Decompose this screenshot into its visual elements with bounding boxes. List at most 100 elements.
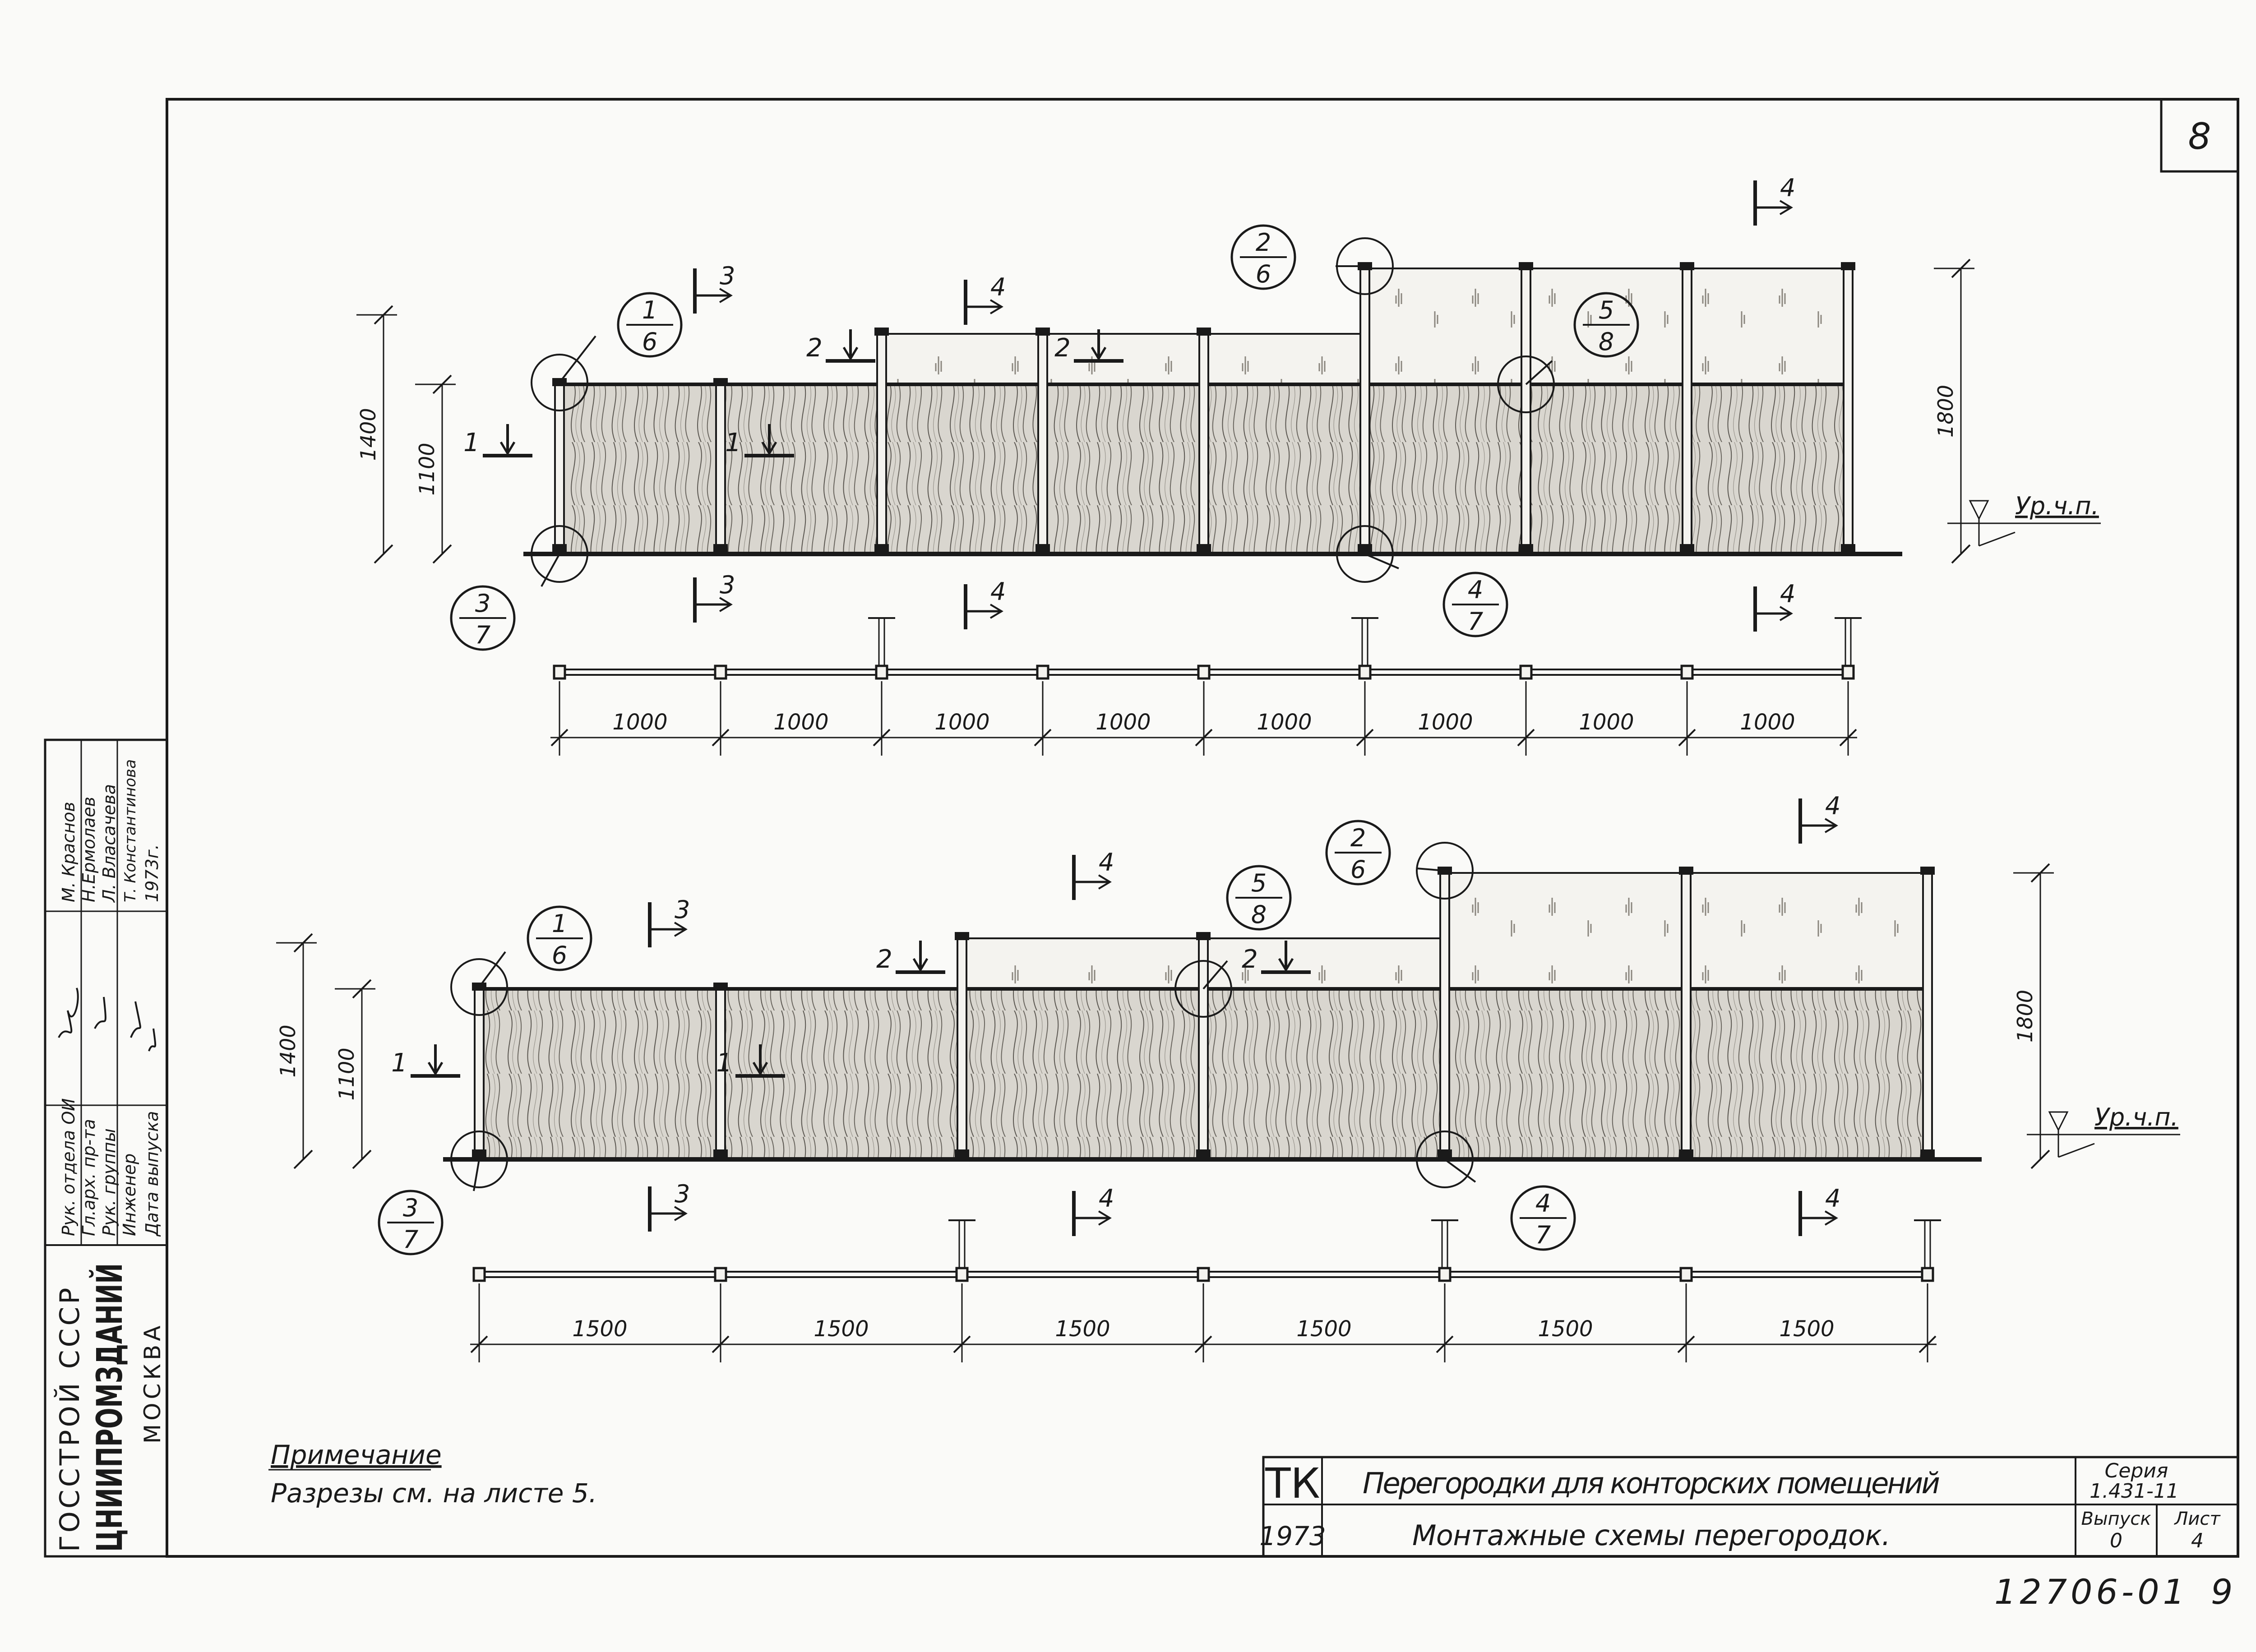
span-dimension: 1500 [572, 1316, 627, 1342]
svg-text:7: 7 [475, 621, 490, 649]
stamp-role-4: Инженер [120, 1154, 139, 1236]
svg-text:1800: 1800 [2013, 990, 2037, 1043]
svg-text:1: 1 [391, 1048, 407, 1078]
section-mark-2: 2 [806, 329, 875, 363]
sheet-number: 8 [2188, 115, 2211, 157]
callout-4-7: 47 [1416, 1131, 1576, 1251]
svg-text:2: 2 [806, 333, 823, 363]
svg-text:1100: 1100 [415, 443, 439, 495]
svg-text:7: 7 [1535, 1221, 1551, 1249]
archive-number: 12706-01 [1994, 1572, 2188, 1612]
svg-text:3: 3 [675, 895, 690, 924]
svg-text:1800: 1800 [1933, 385, 1958, 438]
dim-1800: 1800 [1933, 258, 1974, 564]
callout-1-6: 16 [450, 905, 592, 1016]
svg-text:5: 5 [1599, 296, 1614, 324]
svg-text:3: 3 [720, 571, 735, 599]
section-mark-1: 1 [716, 1044, 785, 1078]
svg-text:7: 7 [1468, 607, 1483, 636]
section-mark-3: 3 [693, 571, 735, 623]
svg-text:2: 2 [1054, 333, 1071, 363]
stamp-role-5: Дата выпуска [142, 1111, 162, 1237]
section-mark-4: 4 [1753, 174, 1795, 226]
svg-text:Ур.ч.п.: Ур.ч.п. [2015, 492, 2099, 520]
span-dimension: 1000 [1096, 710, 1151, 735]
series-label: Серия [2105, 1459, 2168, 1482]
svg-text:8: 8 [1251, 900, 1267, 929]
svg-text:1: 1 [642, 296, 657, 324]
stamp-name-4: Т. Константинова [121, 759, 139, 902]
svg-text:3: 3 [475, 589, 490, 618]
section-mark-3: 3 [648, 895, 690, 947]
callout-3-7: 37 [450, 525, 588, 651]
level-mark: Ур.ч.п. [1947, 492, 2101, 547]
section-mark-4: 4 [1798, 1184, 1840, 1236]
title-year: 1973 [1259, 1521, 1326, 1551]
title-main: Перегородки для конторских помещений [1363, 1467, 1940, 1500]
section-mark-2: 2 [1054, 329, 1123, 363]
svg-text:2: 2 [876, 945, 892, 974]
span-dimension: 1000 [1257, 710, 1312, 735]
svg-text:4: 4 [1825, 792, 1840, 820]
svg-text:3: 3 [720, 262, 735, 290]
svg-text:1100: 1100 [334, 1047, 359, 1100]
svg-text:4: 4 [1099, 848, 1114, 877]
svg-text:3: 3 [675, 1180, 690, 1208]
svg-text:6: 6 [642, 328, 657, 356]
svg-text:7: 7 [403, 1225, 418, 1254]
span-dimension: 1500 [1055, 1316, 1110, 1342]
sheet-label: Лист [2173, 1509, 2221, 1529]
span-dimension: 1000 [612, 710, 667, 735]
side-stamp: Рук. отдела ОИ Гл.арх. пр-та Рук. группы… [44, 738, 168, 1558]
dim-1800: 1800 [2013, 863, 2054, 1169]
svg-text:4: 4 [1468, 576, 1483, 604]
span-dimension: 1000 [934, 710, 989, 735]
svg-text:4: 4 [990, 273, 1006, 301]
callout-2-6: 26 [1230, 224, 1394, 295]
issue-label: Выпуск [2081, 1509, 2151, 1529]
section-mark-4: 4 [1753, 580, 1795, 632]
callout-5-8: 58 [1497, 292, 1639, 413]
section-mark-1: 1 [463, 424, 532, 457]
svg-text:2: 2 [1242, 945, 1258, 974]
stamp-role-3: Рук. группы [99, 1128, 119, 1236]
section-mark-3: 3 [693, 262, 735, 314]
section-mark-1: 1 [725, 424, 794, 457]
stamp-role-2: Гл.арх. пр-та [79, 1119, 99, 1236]
svg-text:6: 6 [1350, 855, 1366, 884]
title-block: ТК 1973 Перегородки для конторских помещ… [1259, 1456, 2239, 1558]
svg-text:2: 2 [1350, 824, 1366, 852]
svg-text:1: 1 [725, 428, 741, 457]
section-mark-4: 4 [1798, 792, 1840, 844]
callout-5-8: 58 [1174, 865, 1292, 1018]
stamp-name-2: Н.Ермолаев [79, 797, 99, 902]
svg-text:6: 6 [552, 941, 567, 969]
span-dimension: 1000 [1579, 710, 1634, 735]
svg-text:1400: 1400 [356, 408, 380, 461]
svg-text:1: 1 [716, 1048, 732, 1078]
span-dimension: 1000 [1418, 710, 1473, 735]
section-mark-3: 3 [648, 1180, 690, 1232]
signature-scribbles [58, 988, 157, 1052]
stamp-org-2: ЦНИИПРОМЗДАНИЙ [89, 1263, 130, 1552]
section-mark-2: 2 [1242, 941, 1311, 974]
stamp-name-5: 1973г. [142, 844, 162, 902]
callout-2-6: 26 [1325, 820, 1474, 900]
span-dimension: 1000 [1740, 710, 1795, 735]
dim-1100: 1100 [415, 374, 456, 564]
dim-1400: 1400 [276, 933, 317, 1169]
title-sub: Монтажные схемы перегородок. [1412, 1519, 1891, 1552]
stamp-name-3: Л. Власачева [99, 784, 119, 903]
span-dimension: 1000 [773, 710, 828, 735]
svg-text:6: 6 [1256, 260, 1271, 288]
span-dimension: 1500 [814, 1316, 869, 1342]
note-heading: Примечание [271, 1440, 442, 1470]
callout-1-6: 16 [531, 292, 683, 411]
section-mark-4: 4 [1072, 1184, 1114, 1236]
stamp-role-1: Рук. отдела ОИ [59, 1098, 79, 1236]
span-dimension: 1500 [1779, 1316, 1834, 1342]
svg-text:4: 4 [1535, 1189, 1551, 1218]
title-code: ТК [1265, 1459, 1320, 1508]
